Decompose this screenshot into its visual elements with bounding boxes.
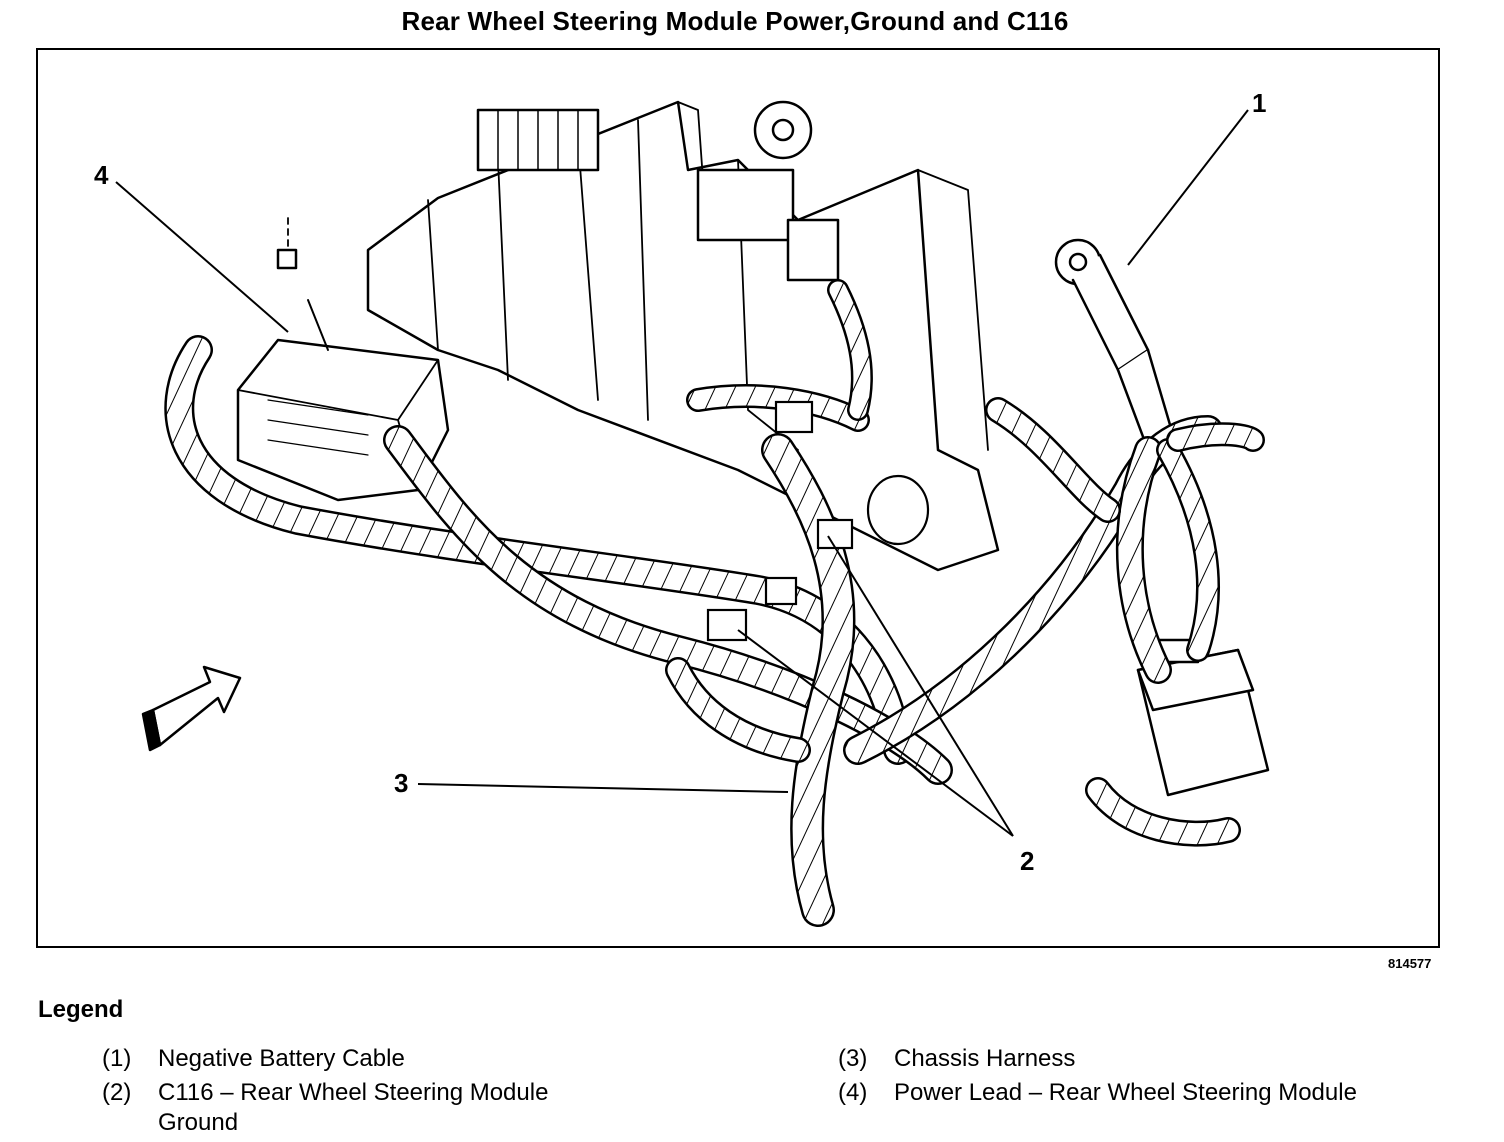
legend-text: C116 – Rear Wheel Steering Module Ground: [158, 1079, 549, 1136]
connector-c116: [706, 608, 748, 642]
relay-block: [696, 168, 795, 242]
legend-item-2: (2) C116 – Rear Wheel Steering Module Gr…: [102, 1078, 662, 1140]
illustration-frame: 1 4 3 2: [36, 48, 1440, 948]
callout-4: 4: [94, 160, 109, 190]
legend-num: (3): [838, 1045, 868, 1072]
legend-num: (2): [102, 1079, 132, 1106]
diagram-title: Rear Wheel Steering Module Power,Ground …: [401, 6, 1069, 36]
callout-3: 3: [394, 768, 409, 798]
leader-4: [115, 181, 289, 333]
pulley: [753, 100, 813, 160]
legend-num: (1): [102, 1045, 132, 1072]
leader-2b: [737, 629, 1014, 837]
legend-heading: Legend: [38, 996, 124, 1023]
leader-3: [417, 783, 789, 793]
leader-2a: [827, 535, 1014, 837]
legend-num: (4): [838, 1079, 868, 1106]
mounting-bracket: [366, 100, 1000, 572]
callout-1: 1: [1252, 88, 1267, 118]
forward-arrow: [141, 665, 242, 752]
legend-text: Power Lead – Rear Wheel Steering Module: [894, 1079, 1357, 1106]
wiring-illustration: [115, 100, 1270, 927]
leader-1: [1127, 109, 1249, 266]
callout-2: 2: [1020, 846, 1035, 876]
legend-text: Chassis Harness: [894, 1045, 1076, 1072]
legend-text: Negative Battery Cable: [158, 1045, 405, 1072]
figure-id: 814577: [1388, 956, 1432, 971]
